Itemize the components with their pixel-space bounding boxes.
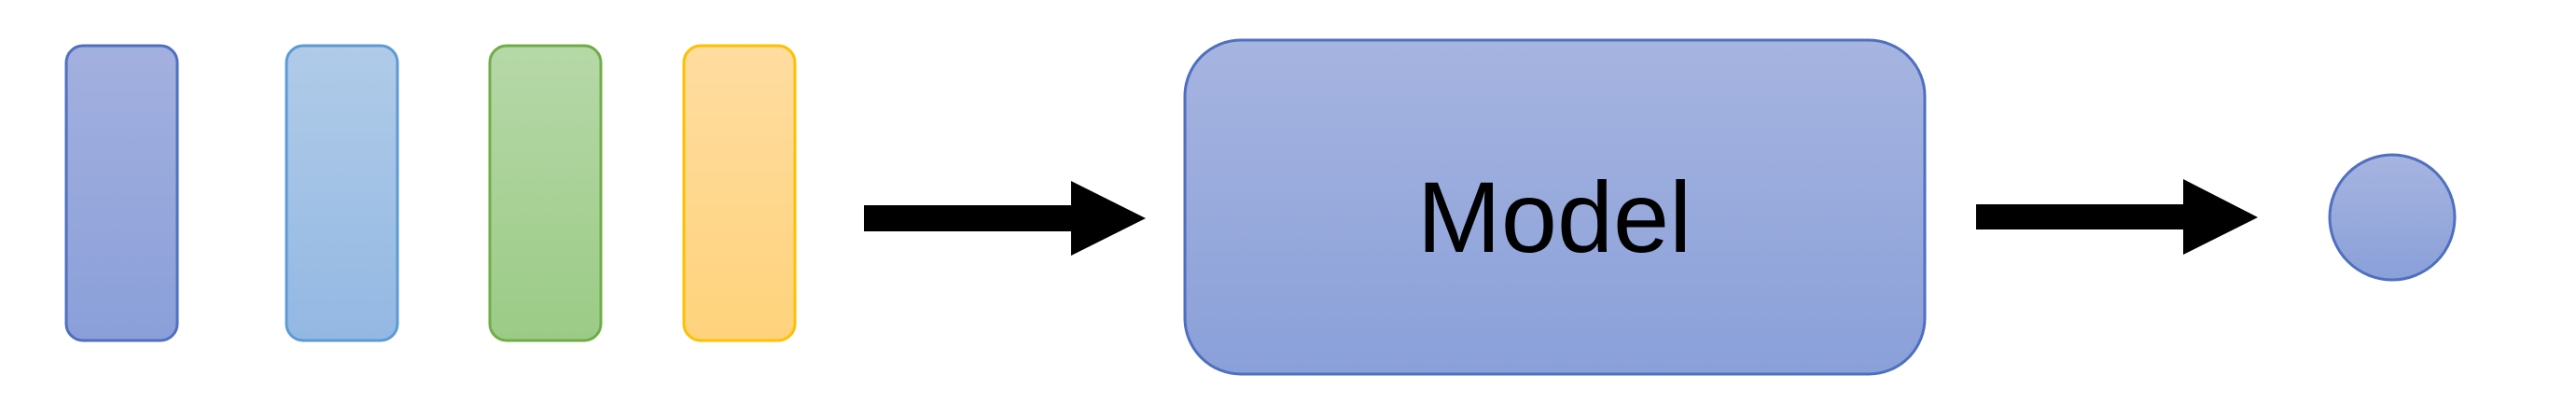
- arrow-inputs-to-model: [864, 181, 1146, 256]
- model-label: Model: [1417, 160, 1692, 273]
- input-bar-orange: [682, 44, 797, 342]
- output-circle: [2328, 153, 2457, 282]
- arrow-model-to-output: [1976, 179, 2258, 255]
- model-box: [1183, 38, 1927, 376]
- input-bar-blue: [64, 44, 179, 342]
- input-bar-lightblue: [285, 44, 399, 342]
- input-bar-green: [488, 44, 603, 342]
